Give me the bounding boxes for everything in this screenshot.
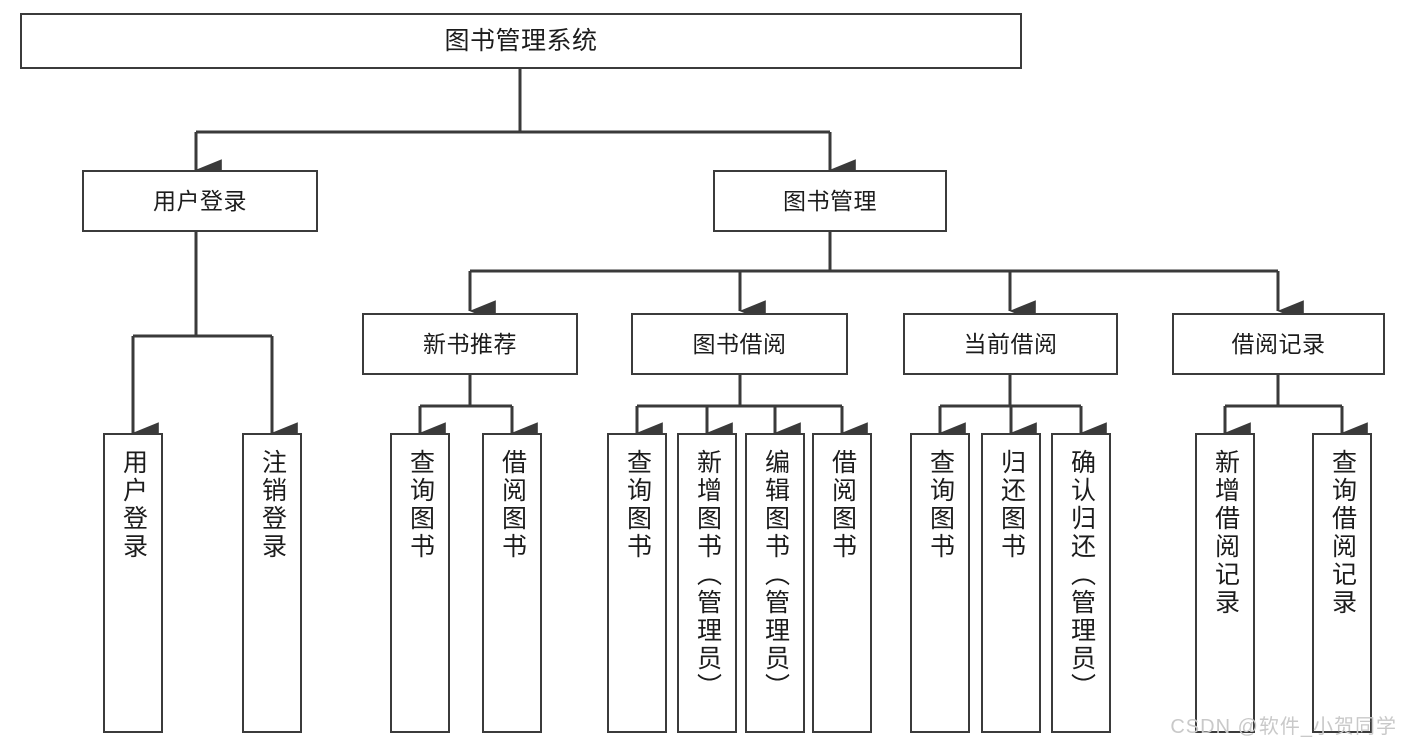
node-leaf-edit-book-admin[interactable]: 编辑图书（管理员）	[745, 433, 805, 733]
node-book-borrow-label: 图书借阅	[692, 330, 787, 357]
node-user-login-label: 用户登录	[153, 187, 247, 214]
node-leaf-add-borrow-record-label: 新增借阅记录	[1211, 449, 1240, 617]
node-new-book-recommend[interactable]: 新书推荐	[362, 313, 578, 375]
node-current-borrow-label: 当前借阅	[963, 330, 1058, 357]
node-book-borrow[interactable]: 图书借阅	[631, 313, 848, 375]
node-leaf-query-borrow-record-label: 查询借阅记录	[1328, 449, 1357, 617]
node-new-book-recommend-label: 新书推荐	[423, 330, 517, 357]
node-book-management[interactable]: 图书管理	[713, 170, 947, 232]
node-leaf-borrow-book-1-label: 借阅图书	[498, 449, 527, 561]
node-leaf-query-book-3-label: 查询图书	[926, 449, 955, 561]
node-leaf-logout-login-label: 注销登录	[258, 449, 287, 561]
node-leaf-borrow-book-1[interactable]: 借阅图书	[482, 433, 542, 733]
node-leaf-query-book-1-label: 查询图书	[406, 449, 435, 561]
node-leaf-confirm-return-admin[interactable]: 确认归还（管理员）	[1051, 433, 1111, 733]
node-borrow-record[interactable]: 借阅记录	[1172, 313, 1385, 375]
node-book-management-label: 图书管理	[783, 187, 877, 214]
node-leaf-return-book-label: 归还图书	[997, 449, 1026, 561]
node-user-login[interactable]: 用户登录	[82, 170, 318, 232]
node-leaf-add-book-admin-label: 新增图书（管理员）	[693, 449, 722, 701]
node-leaf-edit-book-admin-label: 编辑图书（管理员）	[761, 449, 790, 701]
node-current-borrow[interactable]: 当前借阅	[903, 313, 1118, 375]
node-leaf-add-book-admin[interactable]: 新增图书（管理员）	[677, 433, 737, 733]
node-leaf-borrow-book-2-label: 借阅图书	[828, 449, 857, 561]
node-leaf-query-book-2-label: 查询图书	[623, 449, 652, 561]
node-leaf-query-book-1[interactable]: 查询图书	[390, 433, 450, 733]
node-leaf-query-borrow-record[interactable]: 查询借阅记录	[1312, 433, 1372, 733]
node-leaf-borrow-book-2[interactable]: 借阅图书	[812, 433, 872, 733]
node-leaf-return-book[interactable]: 归还图书	[981, 433, 1041, 733]
node-leaf-query-book-3[interactable]: 查询图书	[910, 433, 970, 733]
node-borrow-record-label: 借阅记录	[1231, 330, 1326, 357]
node-leaf-user-login-label: 用户登录	[119, 449, 148, 561]
node-leaf-query-book-2[interactable]: 查询图书	[607, 433, 667, 733]
node-leaf-logout-login[interactable]: 注销登录	[242, 433, 302, 733]
node-leaf-confirm-return-admin-label: 确认归还（管理员）	[1067, 449, 1096, 701]
node-root-system-label: 图书管理系统	[444, 26, 598, 55]
node-leaf-user-login[interactable]: 用户登录	[103, 433, 163, 733]
node-leaf-add-borrow-record[interactable]: 新增借阅记录	[1195, 433, 1255, 733]
node-root-system[interactable]: 图书管理系统	[20, 13, 1022, 69]
